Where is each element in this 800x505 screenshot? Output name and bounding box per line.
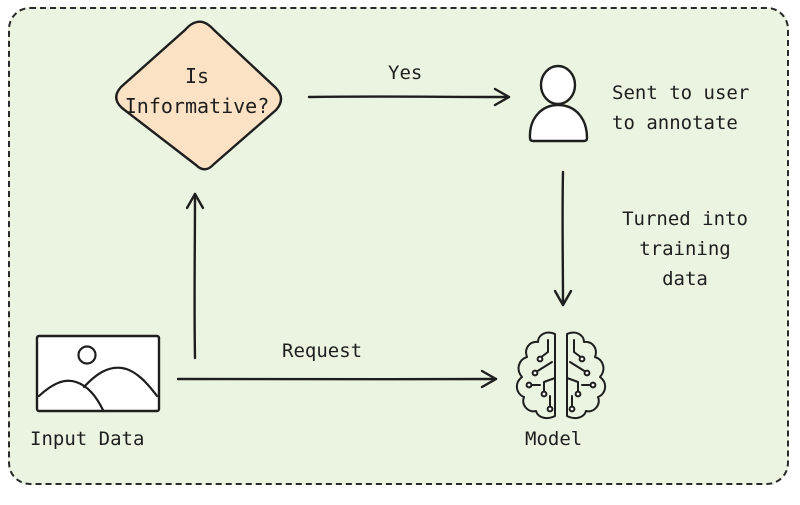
edge-label-request: Request — [282, 340, 363, 362]
brain-circuit-icon — [516, 331, 606, 420]
decision-diamond — [115, 20, 283, 171]
user-icon — [528, 64, 589, 143]
training-label-line3: data — [662, 268, 708, 290]
model-label: Model — [525, 428, 583, 450]
decision-label-line2: Informative? — [124, 94, 270, 118]
decision-label-line1: Is — [184, 64, 210, 88]
user-label-line1: Sent to user — [612, 82, 750, 104]
image-icon — [35, 334, 161, 413]
user-annotation-label: Sent to user to annotate — [612, 78, 749, 138]
input-data-label: Input Data — [30, 428, 145, 450]
training-label-line1: Turned into — [622, 208, 748, 230]
training-data-label: Turned into training data — [600, 204, 770, 294]
decision-label: Is Informative? — [108, 61, 286, 121]
training-label-line2: training — [639, 238, 731, 260]
user-label-line2: to annotate — [612, 112, 738, 134]
edge-label-yes: Yes — [388, 62, 423, 84]
